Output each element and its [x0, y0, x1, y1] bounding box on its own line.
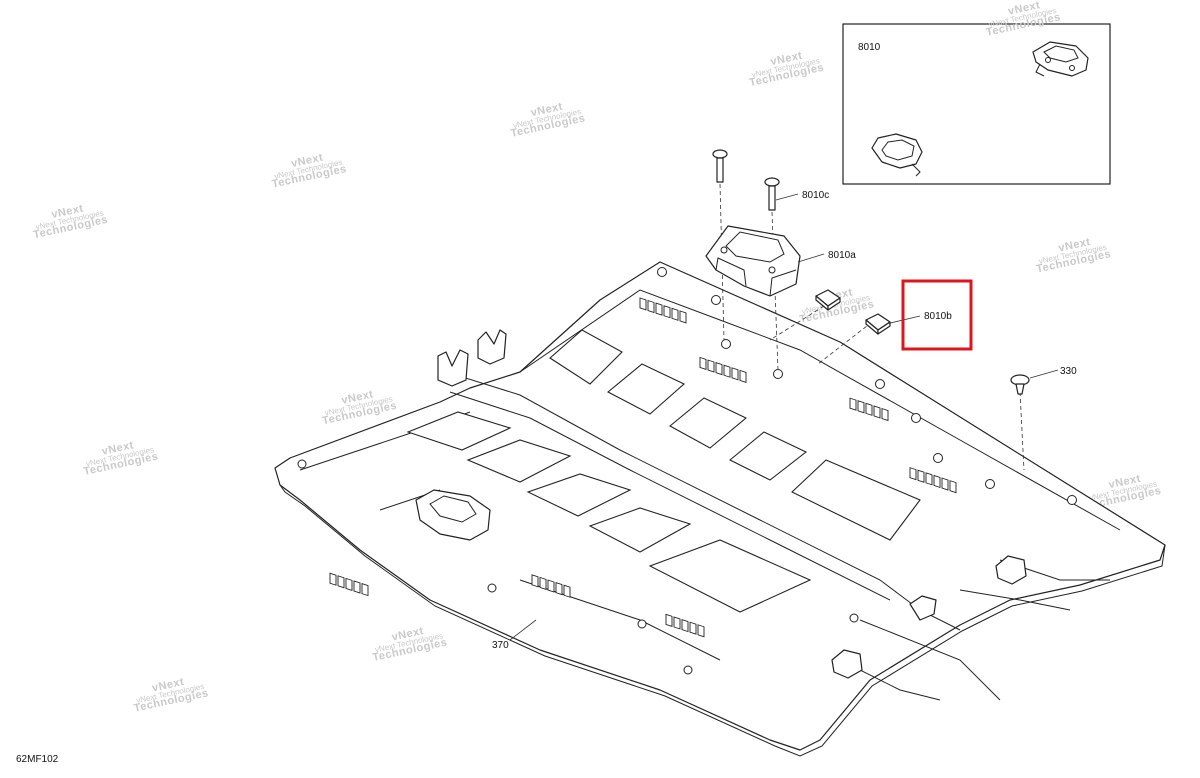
vent-group-left-front: [329, 572, 369, 597]
svg-text:8010c: 8010c: [802, 190, 829, 201]
callout-330: 330: [1029, 366, 1077, 379]
inset-handle-lower: [871, 133, 923, 177]
watermark-r1c1: vNext Technologies vNext Technologies: [32, 203, 109, 242]
axis-line-nut-right: [817, 321, 873, 365]
vent-group-rear-right: [849, 397, 889, 422]
watermark-r1c3: vNext Technologies vNext Technologies: [510, 101, 587, 140]
vent-group-side-right: [909, 467, 957, 494]
svg-text:8010a: 8010a: [828, 250, 856, 261]
svg-text:8010b: 8010b: [924, 311, 952, 322]
screw-left: [712, 149, 728, 183]
svg-text:370: 370: [492, 640, 509, 651]
pad-7: [669, 397, 748, 449]
vent-group-front-center: [531, 574, 571, 598]
watermark-r2c2: vNext Technologies vNext Technologies: [321, 388, 398, 427]
pad-5: [549, 329, 623, 385]
floor-panel: [274, 261, 1166, 757]
highlight-box: [901, 279, 973, 351]
inset-label: 8010: [858, 42, 881, 53]
pad-4: [588, 507, 692, 553]
watermark-r2c5: vNext Technologies vNext Technologies: [1035, 236, 1112, 276]
svg-text:330: 330: [1060, 366, 1077, 377]
vent-group-front-right: [665, 613, 705, 638]
pad-3: [526, 473, 632, 517]
pad-8: [728, 431, 808, 481]
axis-line-rivet: [1019, 391, 1025, 471]
rivet-330: [1010, 374, 1030, 395]
floor-holes: [297, 267, 1077, 675]
inset-handle-upper: [1032, 41, 1089, 77]
floor-pads: [406, 329, 921, 613]
watermark-r2c1: vNext Technologies vNext Technologies: [83, 439, 160, 478]
pad-logo-rear: [791, 459, 921, 541]
pad-2: [466, 439, 572, 483]
handle-8010a: [705, 225, 801, 297]
watermark-r3c1: vNext Technologies vNext Technologies: [133, 676, 210, 715]
watermark-r1c2: vNext Technologies vNext Technologies: [271, 152, 348, 191]
axis-line-nut-left: [769, 305, 825, 341]
clip-blocks: [831, 555, 1027, 679]
screw-right: [764, 177, 780, 211]
nut-right: [865, 313, 891, 335]
callout-8010b: 8010b: [885, 279, 973, 351]
rear-tabs: [437, 329, 507, 387]
front-grab-handle: [415, 489, 491, 541]
watermark-r3c2: vNext Technologies vNext Technologies: [372, 625, 449, 664]
callout-8010c: 8010c: [775, 190, 829, 201]
watermark-r1c4: vNext Technologies vNext Technologies: [748, 50, 825, 89]
nut-left: [815, 289, 841, 311]
inset-detail-box: 8010: [842, 23, 1111, 185]
callout-8010a: 8010a: [797, 250, 856, 263]
pad-logo-front: [648, 539, 812, 613]
vent-group-rear-left: [639, 297, 687, 324]
figure-code: 62MF102: [16, 754, 59, 765]
pad-1: [406, 411, 512, 451]
pad-6: [607, 363, 685, 415]
vent-slots: [329, 297, 957, 638]
vent-group-rear-center: [699, 356, 747, 383]
callout-370: 370: [492, 619, 537, 651]
